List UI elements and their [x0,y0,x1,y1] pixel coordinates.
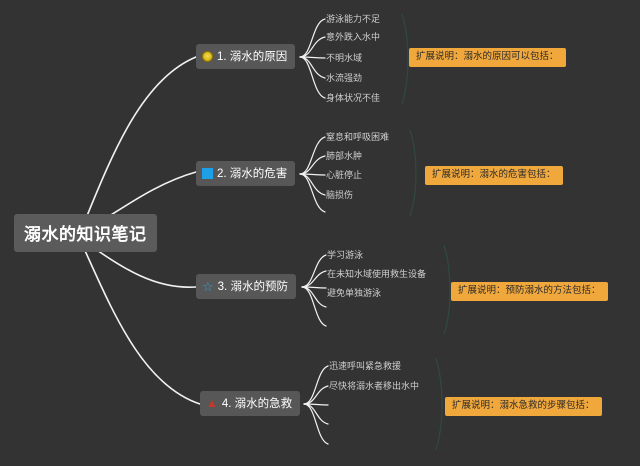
root-node[interactable]: 溺水的知识笔记 [14,214,157,252]
leaf-1-1[interactable]: 游泳能力不足 [326,14,381,24]
branch-3-leaf-line-1 [301,254,327,288]
callout-2[interactable]: 扩展说明：溺水的危害包括： [425,166,563,185]
branch-3-leaf-line-3 [301,286,327,289]
branch-4-bracket [435,357,443,451]
branch-1-leaf-line-2 [299,36,326,58]
branch-3-bracket [443,244,451,335]
branch-node-1[interactable]: 1. 溺水的原因 [196,44,296,69]
branch-3-leaf-line-4 [301,286,327,308]
leaf-2-1[interactable]: 窒息和呼吸困难 [326,132,390,142]
branch-2-leaf-line-2 [299,155,326,175]
leaf-2-2[interactable]: 肺部水肿 [326,151,363,161]
leaf-3-1[interactable]: 学习游泳 [327,250,364,260]
medal-icon [202,50,213,62]
branch-3-leaf-line-5 [301,286,327,327]
branch-4-leaf-line-2 [303,385,329,405]
branch-3-leaf-line-2 [301,270,327,288]
root-to-branch-1 [81,56,197,229]
branch-4-leaf-line-3 [303,403,329,406]
branch-node-4[interactable]: ▲ 4. 溺水的急救 [200,391,301,416]
leaf-1-3[interactable]: 不明水域 [326,53,363,63]
leaf-2-4[interactable]: 脑损伤 [326,190,354,200]
leaf-1-5[interactable]: 身体状况不佳 [326,93,381,103]
branch-node-4-label: 4. 溺水的急救 [221,398,293,410]
branch-2-leaf-line-4 [299,173,326,196]
branch-4-leaf-line-4 [303,403,329,425]
branch-node-1-label: 1. 溺水的原因 [217,51,288,63]
red-mark-icon: ▲ [206,396,218,410]
branch-4-leaf-line-1 [303,365,329,405]
branch-4-leaf-line-5 [303,403,329,445]
leaf-3-2[interactable]: 在未知水域使用救生设备 [327,269,427,279]
blue-square-icon [202,167,213,179]
branch-2-leaf-line-5 [299,173,326,213]
root-node-label: 溺水的知识笔记 [24,225,147,244]
leaf-2-3[interactable]: 心脏停止 [326,170,363,180]
branch-2-leaf-line-1 [299,136,326,175]
branch-2-leaf-line-3 [299,173,326,176]
callout-3[interactable]: 扩展说明：预防溺水的方法包括： [451,282,608,301]
star-icon: ☆ [202,278,214,294]
leaf-4-2[interactable]: 尽快将溺水者移出水中 [329,381,420,391]
root-to-branch-4 [81,243,201,405]
branch-1-leaf-line-3 [299,56,326,59]
branch-node-3[interactable]: ☆ 3. 溺水的预防 [196,274,296,299]
branch-2-bracket [409,129,417,217]
leaf-4-1[interactable]: 迅速呼叫紧急救援 [329,361,402,371]
callout-1[interactable]: 扩展说明：溺水的原因可以包括： [409,48,566,67]
branch-1-bracket [401,13,409,105]
branch-1-leaf-line-4 [299,56,326,79]
leaf-1-2[interactable]: 意外跌入水中 [326,32,381,42]
leaf-1-4[interactable]: 水流强劲 [326,73,363,83]
branch-node-2-label: 2. 溺水的危害 [217,168,288,180]
branch-node-2[interactable]: 2. 溺水的危害 [196,161,296,186]
branch-1-leaf-line-1 [299,18,326,58]
branch-node-3-label: 3. 溺水的预防 [217,281,288,293]
callout-4[interactable]: 扩展说明：溺水急救的步骤包括： [445,397,602,416]
leaf-3-3[interactable]: 避免单独游泳 [327,288,382,298]
branch-1-leaf-line-5 [299,56,326,99]
